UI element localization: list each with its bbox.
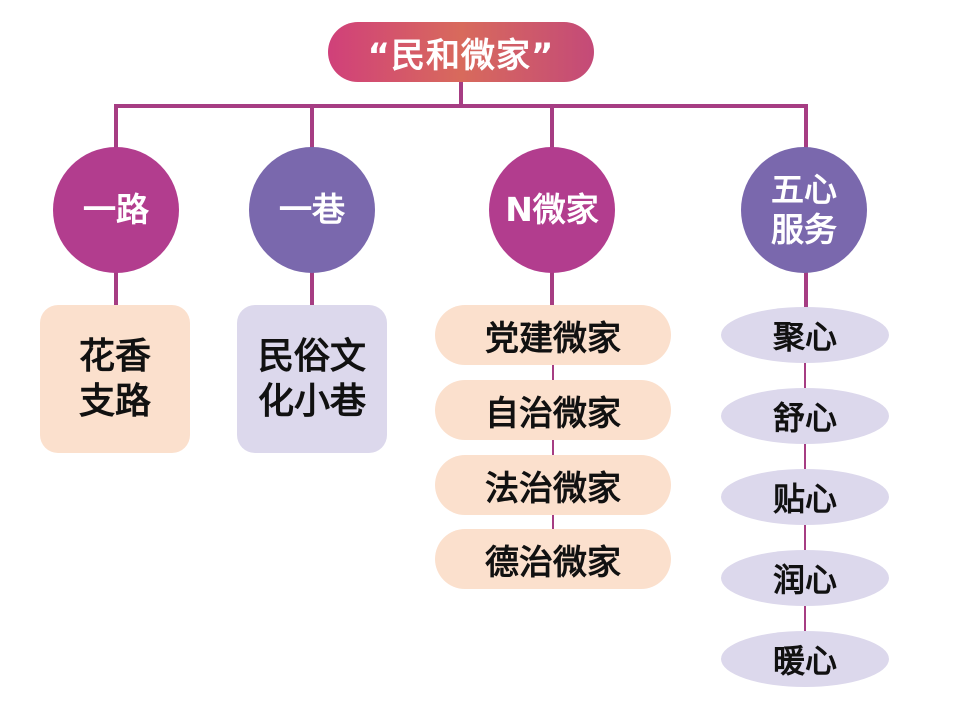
leaf-label: 舒心 [772,399,837,437]
leaf-oval-runxin: 润心 [721,550,889,606]
branch-node-yilu: 一路 [53,147,179,273]
leaf-label: 贴心 [772,480,837,518]
root-node: “民和微家” [328,22,594,82]
branch-node-yixiang: 一巷 [249,147,375,273]
leaf-box-minsu-wenhua-xiaoxiang: 民俗文 化小巷 [237,305,387,453]
leaf-label: 德治微家 [485,542,621,583]
leaf-oval-shuxin: 舒心 [721,388,889,444]
leaf-pill-fazhi-weijia: 法治微家 [435,455,671,515]
leaf-label: 党建微家 [485,318,621,359]
leaf-label: 暖心 [772,642,837,680]
leaf-label: 润心 [772,561,837,599]
branch-node-n-weijia: N微家 [489,147,615,273]
leaf-oval-nuanxin: 暖心 [721,631,889,687]
leaf-label: 花香 支路 [78,335,151,422]
root-label: “民和微家” [367,35,555,76]
leaf-pill-zizhi-weijia: 自治微家 [435,380,671,440]
leaf-label: 法治微家 [485,468,621,509]
leaf-label: 民俗文 化小巷 [257,335,366,422]
branch-label: N微家 [505,190,599,230]
leaf-label: 自治微家 [485,393,621,434]
leaf-label: 聚心 [772,318,837,356]
leaf-oval-juxin: 聚心 [721,307,889,363]
leaf-pill-dezhi-weijia: 德治微家 [435,529,671,589]
branch-label: 一路 [83,190,149,230]
branch-label: 五心 服务 [771,170,837,249]
leaf-box-huaxiang-zhilu: 花香 支路 [40,305,190,453]
leaf-pill-dangjian-weijia: 党建微家 [435,305,671,365]
branch-label: 一巷 [279,190,345,230]
branch-node-wuxin-fuwu: 五心 服务 [741,147,867,273]
leaf-oval-tiexin: 贴心 [721,469,889,525]
